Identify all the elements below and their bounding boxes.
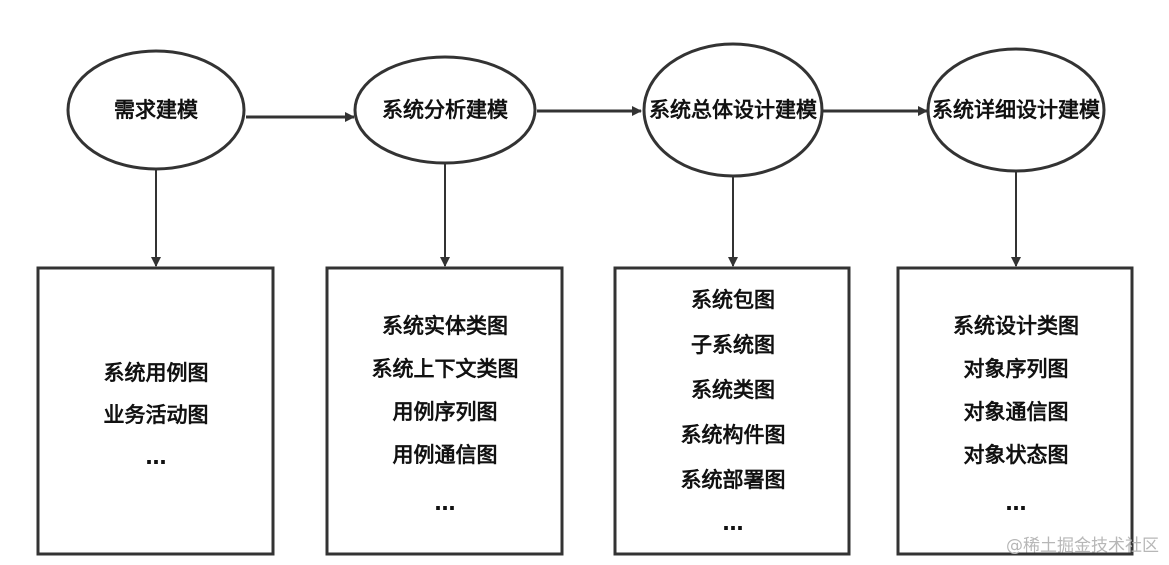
stage-title: 系统详细设计建模 — [932, 98, 1101, 122]
stage-title: 系统总体设计建模 — [649, 98, 818, 122]
stage-ellipse — [926, 47, 1106, 173]
stage-title: 需求建模 — [114, 98, 199, 122]
stage-ellipse — [642, 42, 824, 178]
stage-ellipse — [66, 49, 246, 171]
stage-title: 系统分析建模 — [382, 98, 509, 122]
artifact-item: 业务活动图 — [104, 403, 209, 427]
artifact-item: 对象状态图 — [964, 443, 1069, 467]
artifact-item: 系统上下文类图 — [372, 357, 519, 381]
artifact-box — [613, 266, 851, 556]
artifact-box — [325, 266, 564, 556]
artifact-item: 用例通信图 — [393, 443, 498, 467]
artifact-item: 系统用例图 — [104, 361, 209, 385]
artifact-item: 系统类图 — [691, 378, 775, 402]
artifact-item: 对象序列图 — [964, 357, 1069, 381]
stage-ellipse — [353, 55, 537, 165]
flow-arrows — [246, 106, 928, 122]
artifact-item: 子系统图 — [691, 333, 775, 357]
artifact-box — [36, 266, 275, 556]
stage-detailed-design: 系统详细设计建模 系统设计类图 对象序列图 对象通信图 对象状态图 … — [896, 47, 1134, 556]
artifact-item: 系统设计类图 — [953, 314, 1079, 338]
artifact-item: 系统部署图 — [681, 468, 786, 492]
artifact-item: 用例序列图 — [393, 400, 498, 424]
artifact-item: 系统包图 — [691, 288, 775, 312]
artifact-item: 对象通信图 — [964, 400, 1069, 424]
artifact-ellipsis: … — [723, 511, 744, 535]
artifact-item: 系统构件图 — [681, 423, 786, 447]
artifact-ellipsis: … — [1006, 491, 1027, 515]
artifact-box — [896, 266, 1134, 556]
artifact-item: 系统实体类图 — [382, 314, 508, 338]
artifact-ellipsis: … — [146, 445, 167, 469]
down-arrows — [151, 163, 1021, 267]
stage-system-analysis: 系统分析建模 系统实体类图 系统上下文类图 用例序列图 用例通信图 … — [325, 55, 564, 556]
stage-overall-design: 系统总体设计建模 系统包图 子系统图 系统类图 系统构件图 系统部署图 … — [613, 42, 851, 556]
stage-requirements: 需求建模 系统用例图 业务活动图 … — [36, 49, 275, 556]
artifact-ellipsis: … — [435, 491, 456, 515]
watermark: @稀土掘金技术社区 — [1006, 536, 1159, 556]
